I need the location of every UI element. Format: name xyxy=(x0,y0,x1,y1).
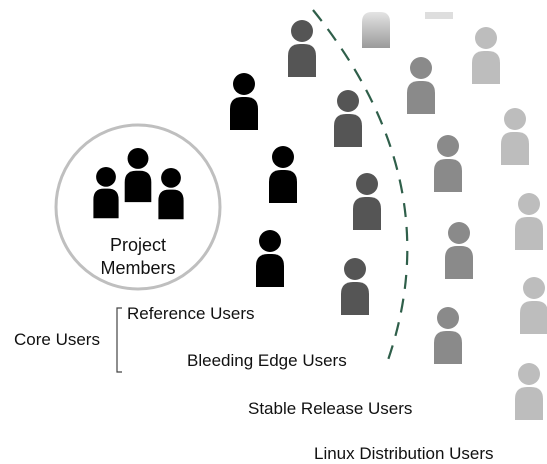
stable-release-users-label: Stable Release Users xyxy=(248,399,413,418)
bleeding-edge-user-icon xyxy=(341,258,369,315)
bleeding-edge-user-icon xyxy=(334,90,362,147)
linux-distribution-user-icon xyxy=(520,277,547,334)
people-layer xyxy=(93,12,547,420)
core-users-bracket xyxy=(116,307,122,373)
core-users-boundary xyxy=(312,9,409,361)
linux-distribution-user-icon xyxy=(515,363,543,420)
project-members-label-line1: Project xyxy=(109,235,167,255)
project-member-icon xyxy=(158,168,184,220)
reference-user-icon xyxy=(269,146,297,203)
core-users-label: Core Users xyxy=(14,330,100,349)
reference-user-icon xyxy=(256,230,284,287)
faded-user-icon xyxy=(362,12,390,48)
bleeding-edge-user-icon xyxy=(288,20,316,77)
faded-user-icon xyxy=(425,12,453,19)
linux-distribution-user-icon xyxy=(501,108,529,165)
linux-distribution-user-icon xyxy=(515,193,543,250)
stable-release-user-icon xyxy=(434,307,462,364)
linux-distribution-users-label: Linux Distribution Users xyxy=(314,444,494,463)
project-member-icon xyxy=(124,148,152,203)
stable-release-user-icon xyxy=(407,57,435,114)
project-member-icon xyxy=(93,167,119,219)
stable-release-user-icon xyxy=(434,135,462,192)
stable-release-user-icon xyxy=(445,222,473,279)
project-members-label-line2: Members xyxy=(100,258,176,278)
reference-user-icon xyxy=(230,73,258,130)
project-members-circle xyxy=(54,123,222,291)
linux-distribution-user-icon xyxy=(472,27,500,84)
bleeding-edge-user-icon xyxy=(353,173,381,230)
bleeding-edge-users-label: Bleeding Edge Users xyxy=(187,351,347,370)
reference-users-label: Reference Users xyxy=(127,304,255,323)
